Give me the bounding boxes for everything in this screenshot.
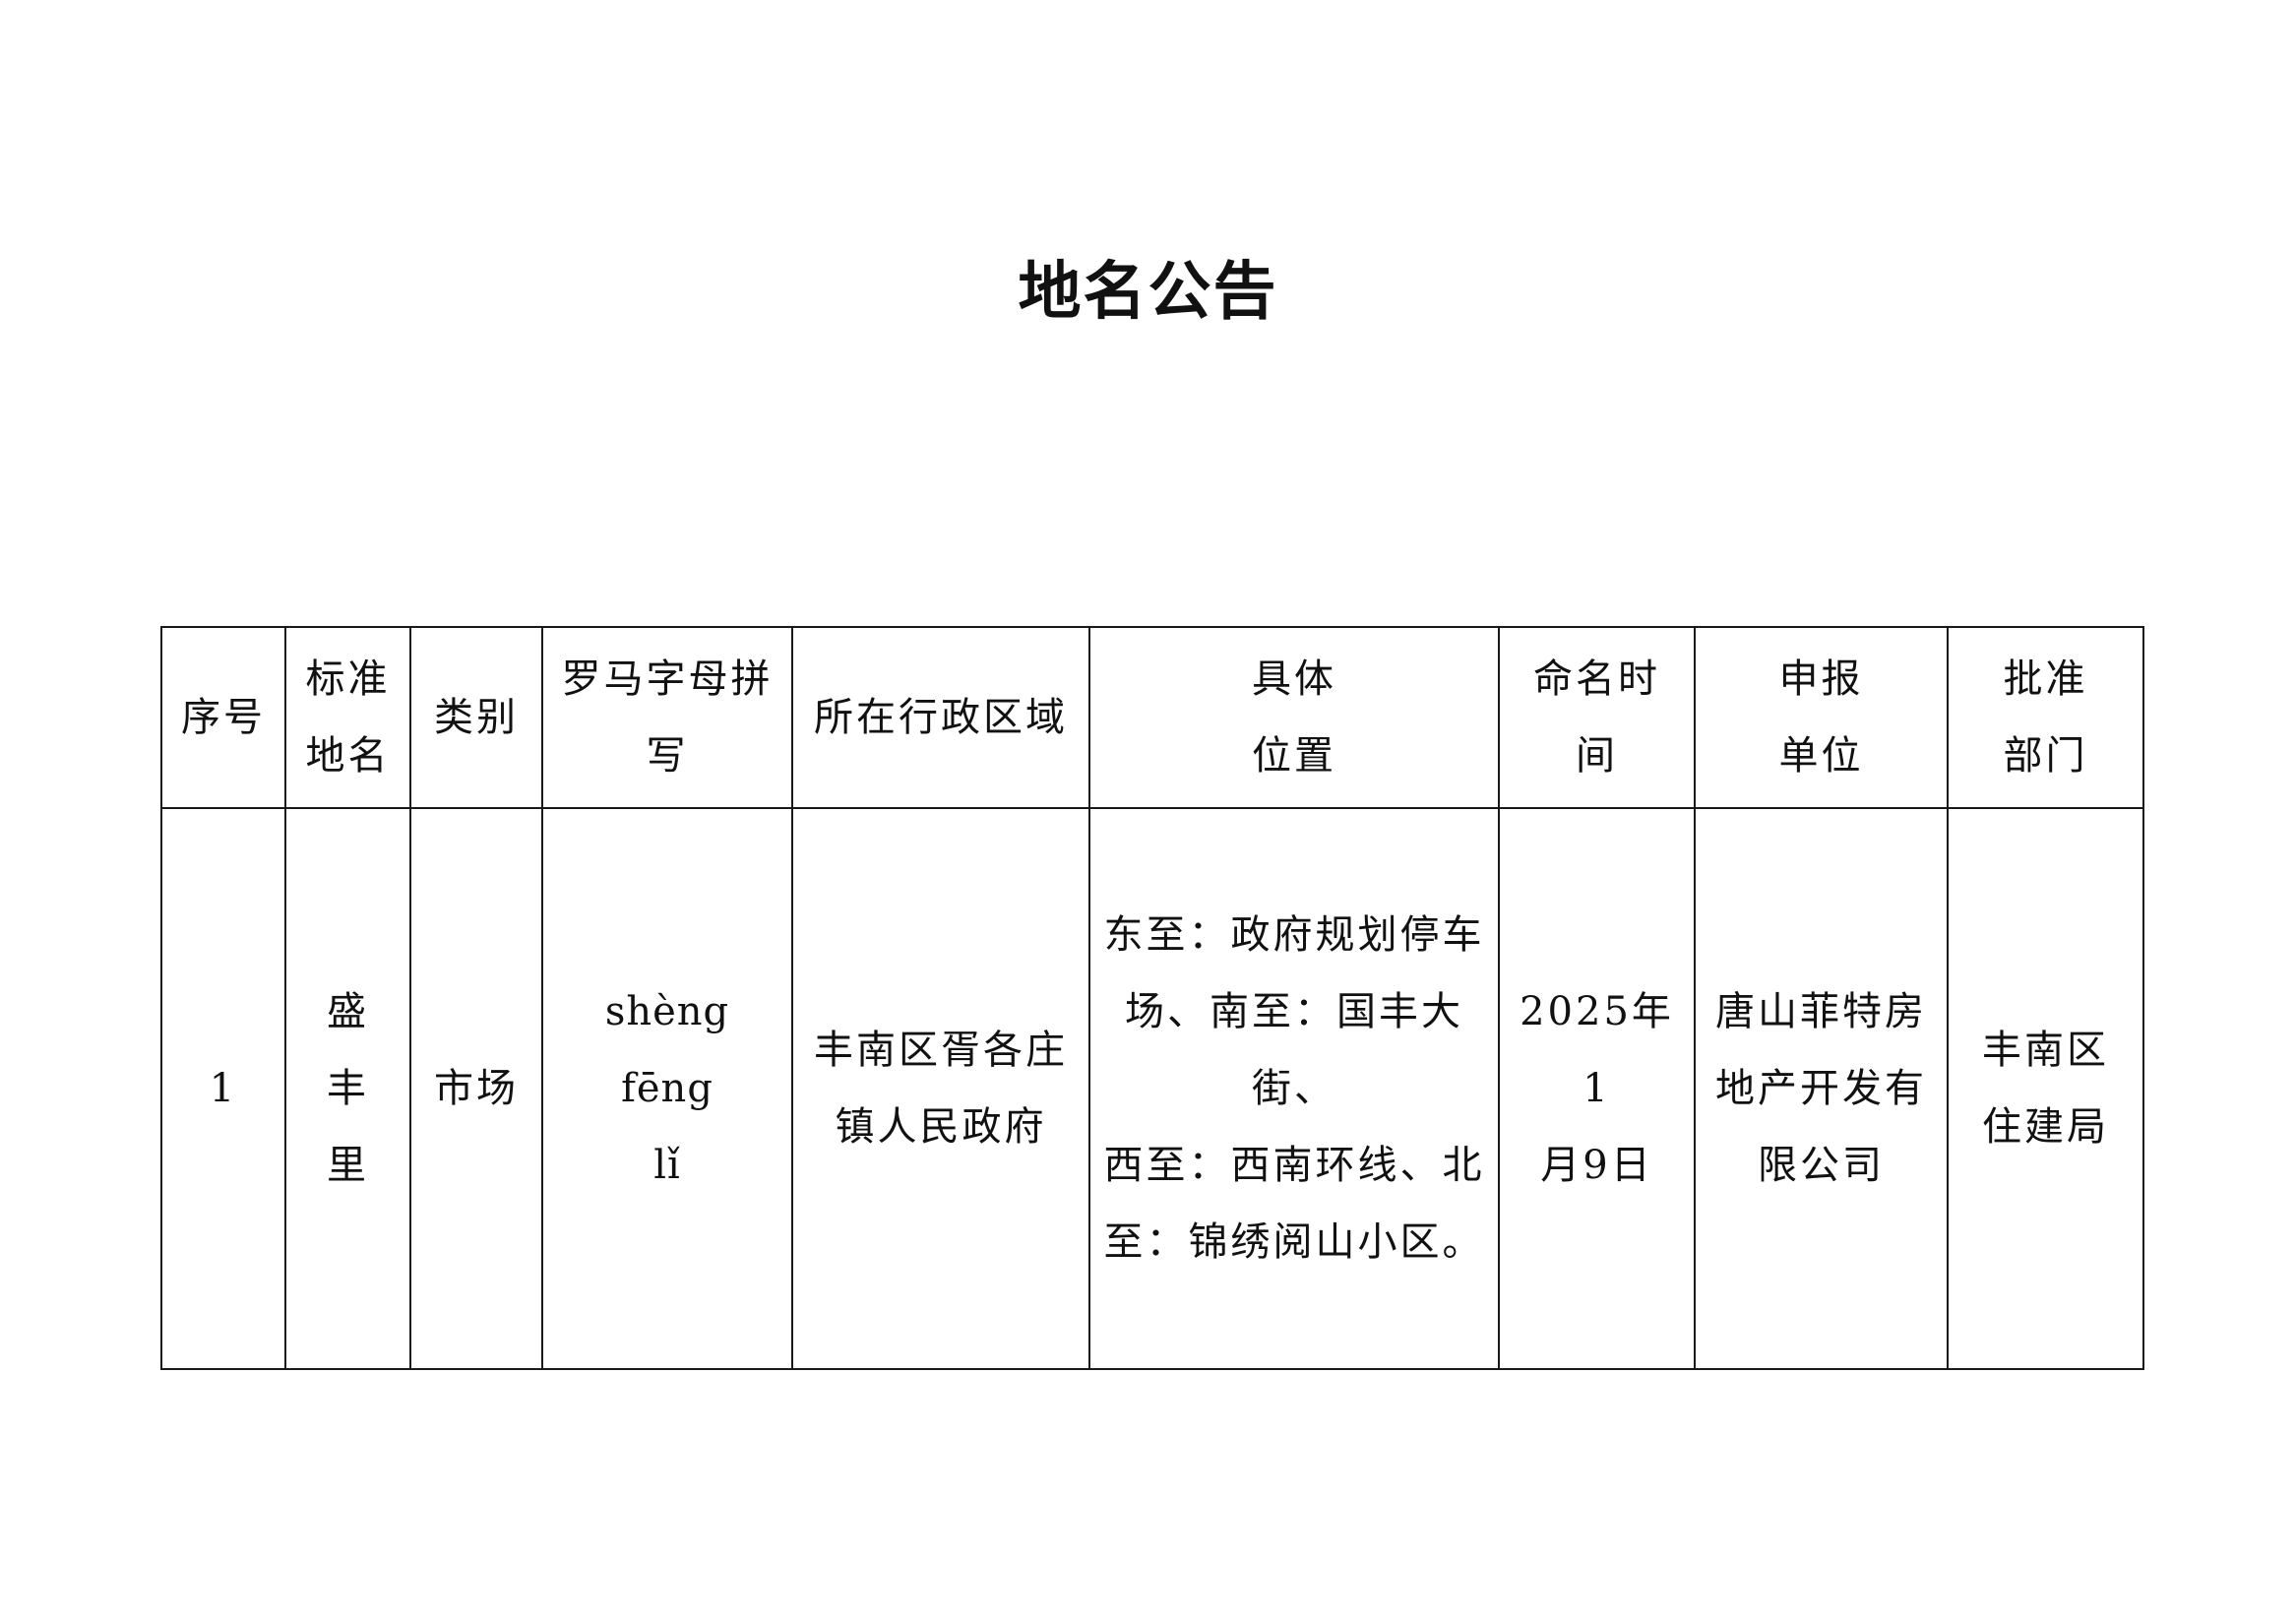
header-cell-applicant: 申报 单位 <box>1694 626 1949 809</box>
page-title: 地名公告 <box>1018 256 1278 329</box>
table-row: 1 盛 丰 里 市场 shèng fēng lǐ 丰南区胥各庄 镇人民政府 东至… <box>160 807 2144 1370</box>
header-cell-location: 具体 位置 <box>1088 626 1500 809</box>
cell-index: 1 <box>160 807 286 1370</box>
header-cell-category: 类别 <box>409 626 543 809</box>
table-header-row: 序号 标准 地名 类别 罗马字母拼 写 所在行政区域 具体 位置 命名时 间 申… <box>160 626 2144 809</box>
cell-naming-date: 2025年1 月9日 <box>1498 807 1696 1370</box>
header-cell-romanization: 罗马字母拼 写 <box>541 626 793 809</box>
cell-category: 市场 <box>409 807 543 1370</box>
header-cell-standard-name: 标准 地名 <box>284 626 411 809</box>
cell-applicant: 唐山菲特房 地产开发有 限公司 <box>1694 807 1949 1370</box>
cell-approver: 丰南区 住建局 <box>1947 807 2144 1370</box>
header-cell-naming-date: 命名时 间 <box>1498 626 1696 809</box>
header-cell-admin-region: 所在行政区域 <box>791 626 1090 809</box>
cell-admin-region: 丰南区胥各庄 镇人民政府 <box>791 807 1090 1370</box>
header-cell-approver: 批准 部门 <box>1947 626 2144 809</box>
header-cell-index: 序号 <box>160 626 286 809</box>
cell-standard-name: 盛 丰 里 <box>284 807 411 1370</box>
cell-romanization: shèng fēng lǐ <box>541 807 793 1370</box>
cell-location: 东至：政府规划停车 场、南至：国丰大街、 西至：西南环线、北 至：锦绣阅山小区。 <box>1088 807 1500 1370</box>
place-name-table: 序号 标准 地名 类别 罗马字母拼 写 所在行政区域 具体 位置 命名时 间 申… <box>160 626 2144 1370</box>
